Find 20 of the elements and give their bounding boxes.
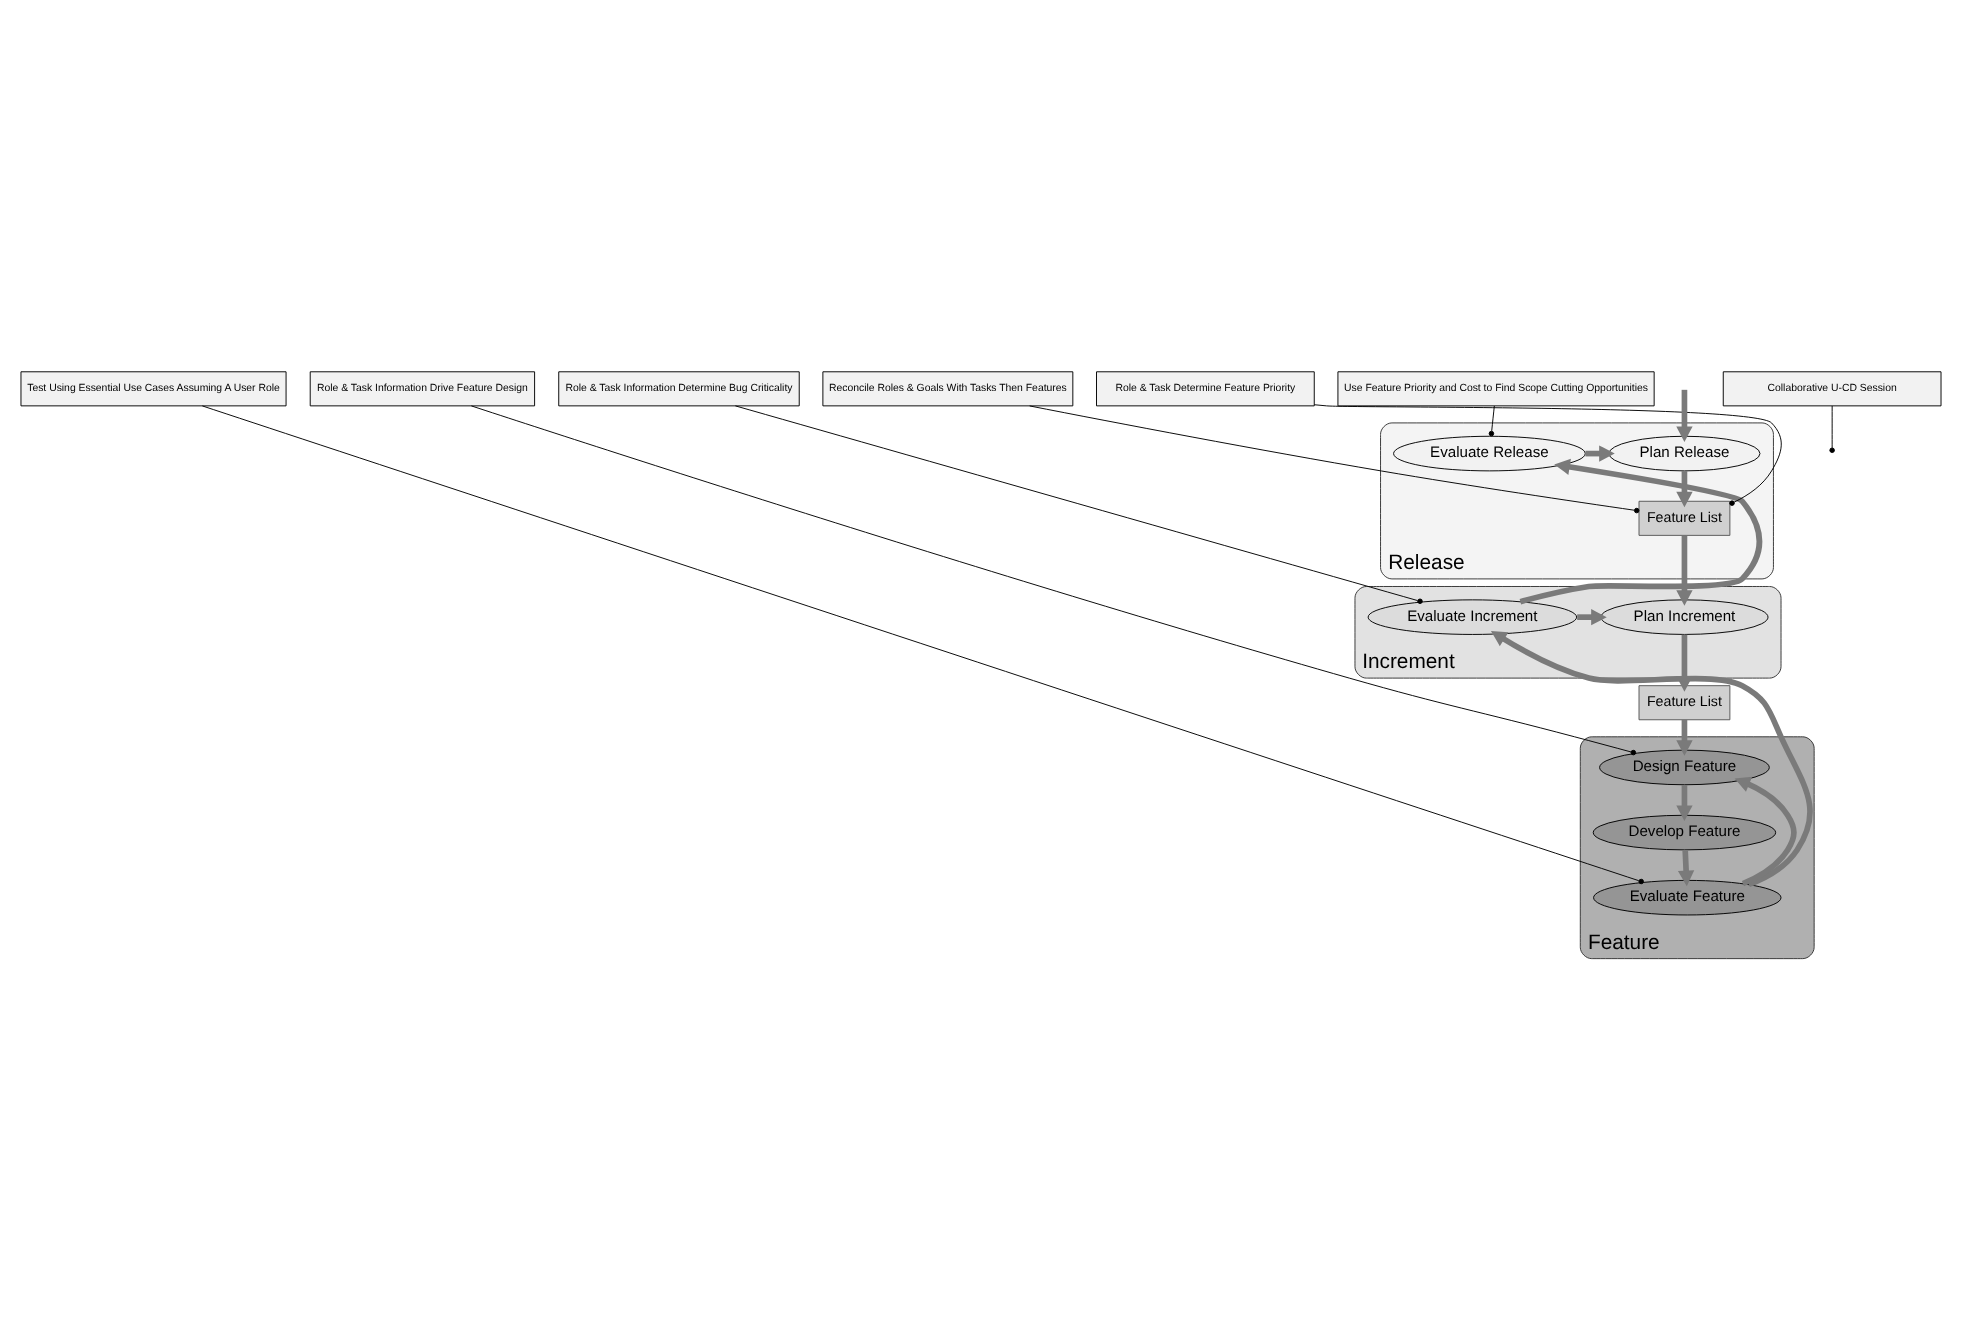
arrow	[1490, 630, 1813, 888]
connector	[470, 405, 1637, 756]
arrow	[1676, 471, 1693, 508]
node-ellipse: Plan Increment	[1600, 599, 1769, 635]
connector	[1029, 405, 1640, 514]
arrow	[1676, 719, 1693, 756]
arrow	[1677, 850, 1695, 887]
arrow	[1734, 776, 1797, 887]
arrow	[1519, 458, 1763, 605]
connector	[201, 405, 1644, 885]
node-ellipse: Evaluate Release	[1393, 435, 1586, 472]
node-ellipse: Develop Feature	[1592, 814, 1777, 851]
connector	[1831, 405, 1833, 449]
arrow	[1676, 389, 1693, 443]
connector	[1313, 404, 1782, 506]
arrow	[1676, 535, 1693, 606]
connector	[1488, 405, 1495, 437]
arrow	[1676, 785, 1693, 822]
connector	[734, 405, 1423, 604]
node-ellipse: Plan Release	[1608, 435, 1761, 472]
